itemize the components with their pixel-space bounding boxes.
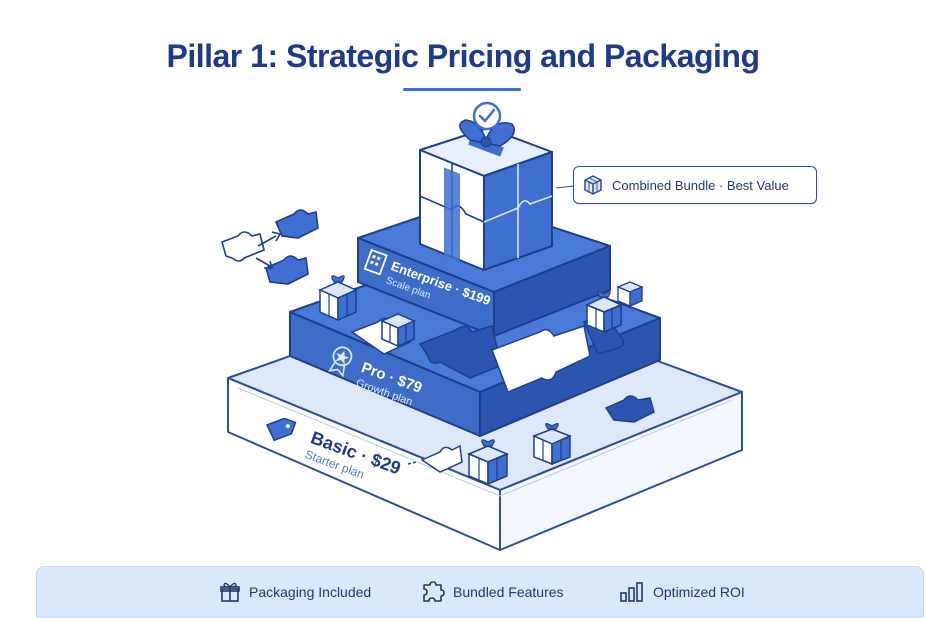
feature-roi-label: Optimized ROI bbox=[653, 584, 745, 600]
puzzle-piece-icon bbox=[274, 209, 319, 239]
gift-icon bbox=[220, 582, 240, 602]
feature-roi: Optimized ROI bbox=[619, 581, 745, 603]
building-icon bbox=[363, 248, 388, 276]
pricing-pyramid-diagram: Enterprise · $199 Scale plan Pro · $79 G… bbox=[221, 101, 743, 551]
gift-icon bbox=[532, 423, 572, 466]
gift-icon bbox=[318, 275, 358, 322]
check-circle-icon bbox=[472, 101, 502, 131]
bundle-gift-box bbox=[419, 119, 553, 271]
puzzle-piece-icon bbox=[265, 255, 309, 285]
gift-icon bbox=[585, 291, 623, 334]
gift-icon bbox=[467, 439, 509, 486]
arrow-icon bbox=[255, 257, 274, 269]
cube-icon bbox=[584, 175, 602, 195]
title-underline bbox=[403, 88, 521, 91]
bundle-callout: Combined Bundle · Best Value bbox=[573, 166, 817, 204]
feature-bar: Packaging Included Bundled Features Opti… bbox=[36, 566, 924, 618]
feature-packaging-label: Packaging Included bbox=[249, 584, 372, 600]
puzzle-icon bbox=[423, 581, 445, 602]
bundle-label: Combined Bundle · Best Value bbox=[612, 177, 789, 193]
tag-icon bbox=[266, 417, 297, 442]
feature-packaging: Packaging Included bbox=[219, 581, 371, 603]
feature-bundled: Bundled Features bbox=[421, 581, 564, 603]
puzzle-piece-icon bbox=[407, 444, 463, 473]
gift-icon bbox=[616, 281, 644, 307]
bar-chart-icon bbox=[620, 582, 643, 602]
bundle-connector bbox=[555, 185, 575, 189]
arrow-icon bbox=[257, 231, 282, 247]
puzzle-piece-icon bbox=[491, 325, 591, 393]
puzzle-piece-icon bbox=[604, 395, 655, 423]
badge-icon bbox=[328, 346, 353, 378]
page-title: Pillar 1: Strategic Pricing and Packagin… bbox=[166, 38, 760, 74]
puzzle-piece-icon bbox=[221, 231, 265, 262]
gift-icon bbox=[380, 313, 416, 348]
feature-bundled-label: Bundled Features bbox=[453, 584, 564, 600]
